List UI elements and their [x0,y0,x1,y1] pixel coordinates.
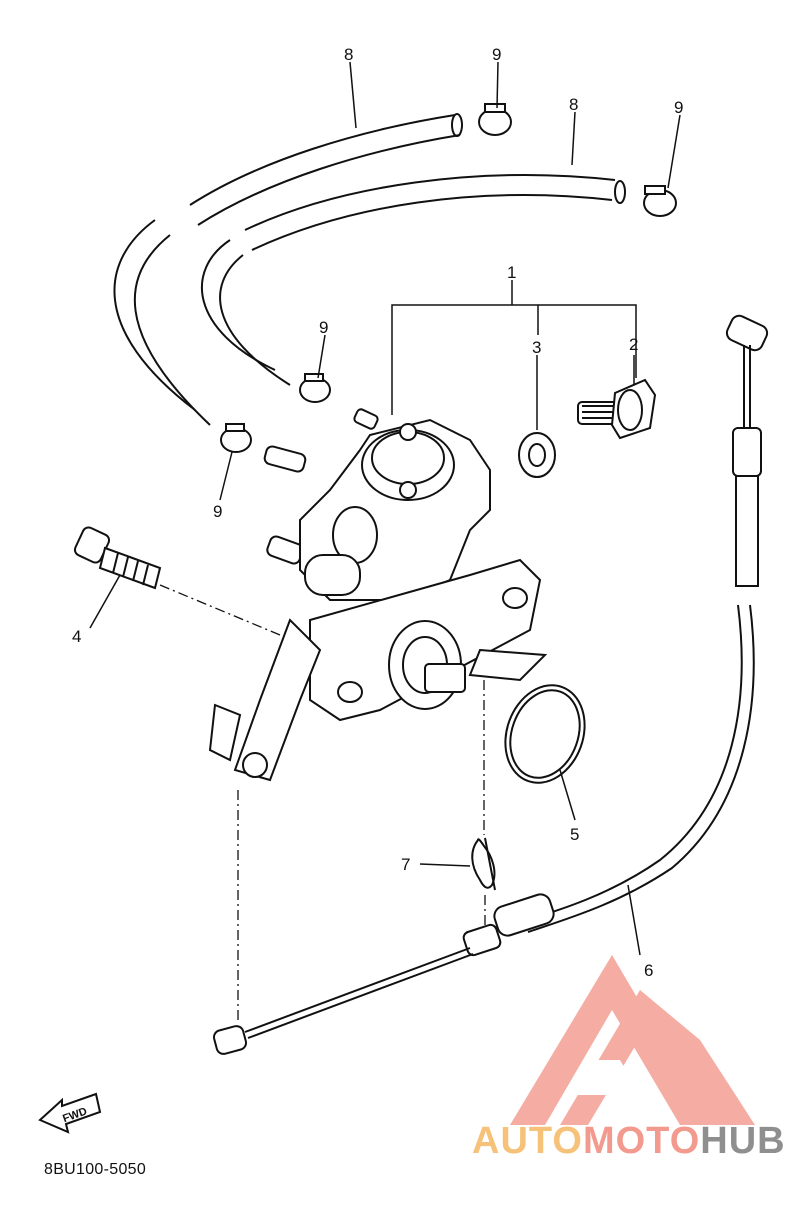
callout-7: 7 [401,855,410,874]
leader-lines [89,61,681,956]
clamp-middle [299,373,331,403]
callout-6: 6 [644,961,653,980]
watermark-logo [510,955,755,1125]
pump-cable [212,314,769,1055]
callout-9b: 9 [674,98,683,117]
brand-hub: HUB [700,1120,786,1162]
fwd-arrow-icon: FWD [38,1092,102,1134]
brand-moto: MOTO [582,1120,701,1162]
hose-upper-left [113,113,463,426]
callout-8a: 8 [344,45,353,64]
watermark-brand: AUTOMOTOHUB [472,1122,786,1160]
washer [518,432,556,478]
hose-upper-right [200,174,626,386]
o-ring [504,684,586,784]
callout-1: 1 [507,263,516,282]
brand-auto: AUTO [472,1120,583,1162]
mounting-bolt [73,526,162,590]
clamp-top [478,103,512,136]
retaining-clip [471,837,496,891]
callout-4: 4 [72,627,81,646]
clamp-lower [220,423,252,453]
banjo-bolt [577,378,657,440]
clamp-top-right [643,185,677,217]
part-code: 8BU100-5050 [44,1161,147,1178]
callout-5: 5 [570,825,579,844]
oil-pump-assembly [208,408,548,782]
callout-9c: 9 [319,318,328,337]
callout-2: 2 [629,335,638,354]
callout-8b: 8 [569,95,578,114]
callout-3: 3 [532,338,541,357]
callout-9a: 9 [492,45,501,64]
callout-9d: 9 [213,502,222,521]
